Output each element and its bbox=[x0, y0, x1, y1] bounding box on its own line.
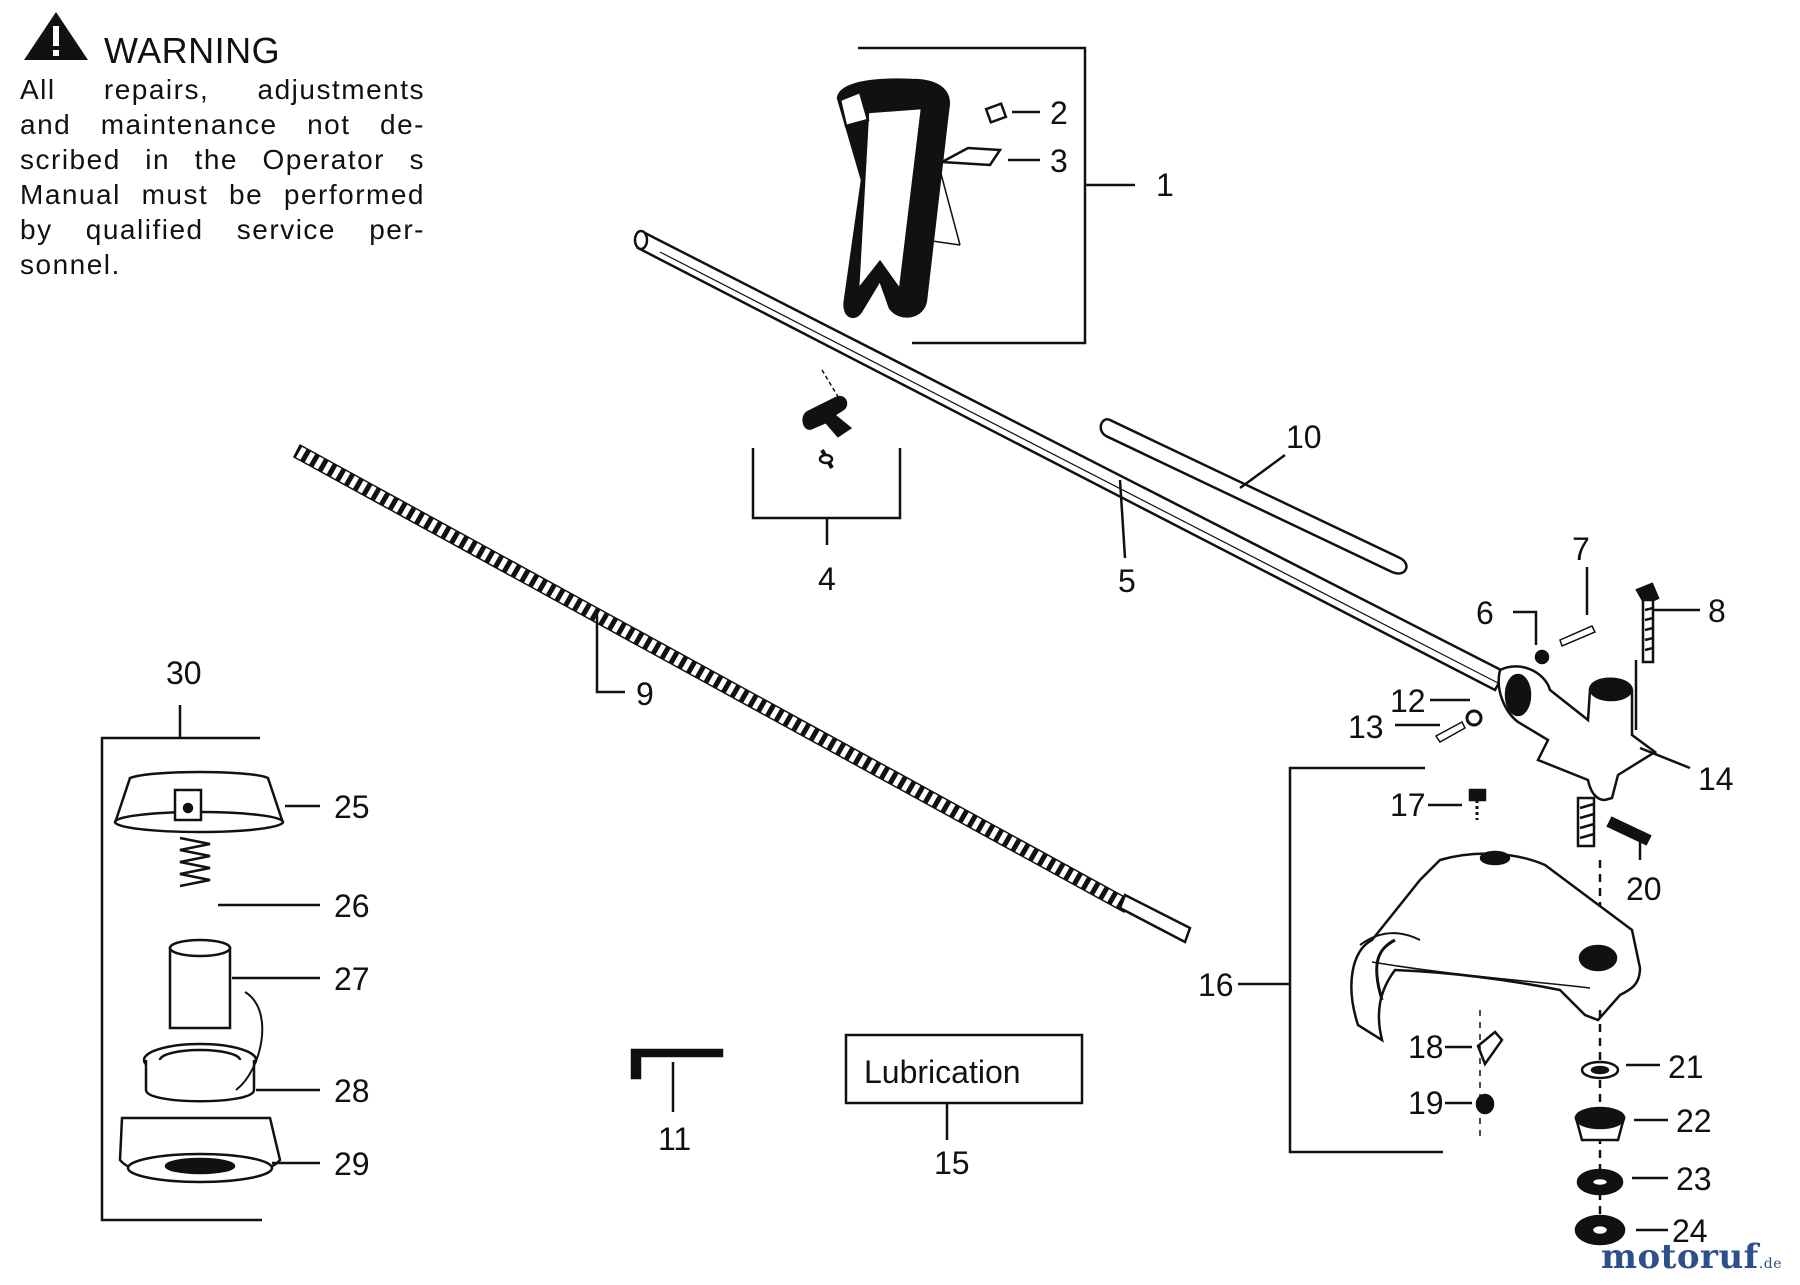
gearhead-assembly bbox=[1395, 567, 1700, 920]
warning-text: All repairs, adjustments and maintenance… bbox=[20, 72, 425, 282]
callout-3: 3 bbox=[1050, 143, 1068, 179]
trimmer-head-kit bbox=[100, 705, 320, 1222]
callout-6: 6 bbox=[1476, 595, 1494, 631]
warning-line: by qualified service per- bbox=[20, 214, 425, 245]
callout-5: 5 bbox=[1118, 563, 1136, 599]
callout-12: 12 bbox=[1390, 683, 1426, 719]
warning-line: All repairs, adjustments bbox=[20, 74, 425, 105]
callout-16: 16 bbox=[1198, 967, 1234, 1003]
callout-10: 10 bbox=[1286, 419, 1322, 455]
callout-21: 21 bbox=[1668, 1049, 1704, 1085]
callout-28: 28 bbox=[334, 1073, 370, 1109]
warning-title: WARNING bbox=[104, 30, 281, 71]
callout-24: 24 bbox=[1672, 1213, 1708, 1249]
callout-2: 2 bbox=[1050, 95, 1068, 131]
callout-4: 4 bbox=[818, 561, 836, 597]
warning-line: sonnel. bbox=[20, 249, 121, 280]
decal-part-10 bbox=[1099, 418, 1408, 575]
callout-9: 9 bbox=[636, 676, 654, 712]
callout-30: 30 bbox=[166, 655, 202, 691]
callout-22: 22 bbox=[1676, 1103, 1712, 1139]
callout-25: 25 bbox=[334, 789, 370, 825]
hex-key-part-11 bbox=[630, 1048, 724, 1112]
callout-11: 11 bbox=[658, 1121, 691, 1157]
watermark-tld: .de bbox=[1758, 1256, 1782, 1272]
knob-screw-part-4 bbox=[751, 369, 902, 545]
lubrication-label: Lubrication bbox=[864, 1054, 1021, 1090]
callout-27: 27 bbox=[334, 961, 370, 997]
handle-assembly bbox=[836, 46, 1135, 345]
nut-part-2 bbox=[984, 102, 1008, 124]
callout-20: 20 bbox=[1626, 871, 1662, 907]
callout-29: 29 bbox=[334, 1146, 370, 1182]
callout-17: 17 bbox=[1390, 787, 1426, 823]
callout-18: 18 bbox=[1408, 1029, 1444, 1065]
warning-line: Manual must be performed bbox=[20, 179, 425, 210]
callout-7: 7 bbox=[1572, 531, 1590, 567]
watermark-logo: motoruf.de bbox=[1601, 1237, 1782, 1277]
callout-15: 15 bbox=[934, 1145, 970, 1181]
shield-assembly bbox=[1238, 766, 1642, 1154]
callout-19: 19 bbox=[1408, 1085, 1444, 1121]
watermark-brand: motoruf bbox=[1601, 1237, 1759, 1277]
callout-1: 1 bbox=[1156, 167, 1174, 203]
shaft-tube bbox=[633, 229, 1507, 692]
clamp-part-3 bbox=[937, 146, 1003, 167]
flex-cable-part-9 bbox=[293, 443, 1192, 944]
warning-triangle-icon bbox=[24, 12, 88, 60]
washer-stack bbox=[1574, 1010, 1668, 1246]
warning-line: and maintenance not de- bbox=[20, 109, 425, 140]
callout-23: 23 bbox=[1676, 1161, 1712, 1197]
warning-line: scribed in the Operator s bbox=[20, 144, 425, 175]
lubrication-box bbox=[844, 1033, 1084, 1140]
callout-14: 14 bbox=[1698, 761, 1734, 797]
callout-26: 26 bbox=[334, 888, 370, 924]
callout-8: 8 bbox=[1708, 593, 1726, 629]
callout-13: 13 bbox=[1348, 709, 1384, 745]
